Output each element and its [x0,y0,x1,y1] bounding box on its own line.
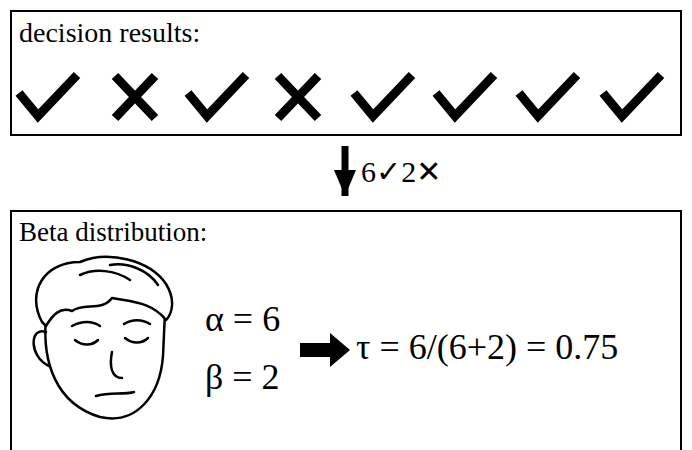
face-ear [34,331,49,366]
implies-arrow [300,333,350,367]
cross-mark [278,76,318,118]
face-outline [45,312,165,418]
check-mark [603,75,661,116]
results-panel: decision results: [10,10,682,136]
check-mark [188,75,246,116]
face-nose [111,352,122,378]
cross-mark [115,76,155,118]
check-mark [436,75,494,116]
check-mark [19,75,77,116]
panel-heading: decision results: [19,18,680,49]
check-mark [519,75,577,116]
face-hair [36,257,172,326]
face-brow [72,320,150,326]
beta-value: β = 2 [205,358,280,398]
decision-marks [19,75,661,118]
face-hair-strand [80,264,158,285]
face-illustration [34,257,172,418]
flow-arrow [342,146,349,196]
check-mark [354,75,412,116]
tau-formula: τ = 6/(6+2) = 0.75 [356,328,618,368]
face-eye [75,338,148,345]
face-mouth [96,392,134,396]
alpha-value: α = 6 [205,300,280,340]
panel-heading: Beta distribution: [19,218,680,248]
count-label: 6✓2✕ [359,155,443,188]
